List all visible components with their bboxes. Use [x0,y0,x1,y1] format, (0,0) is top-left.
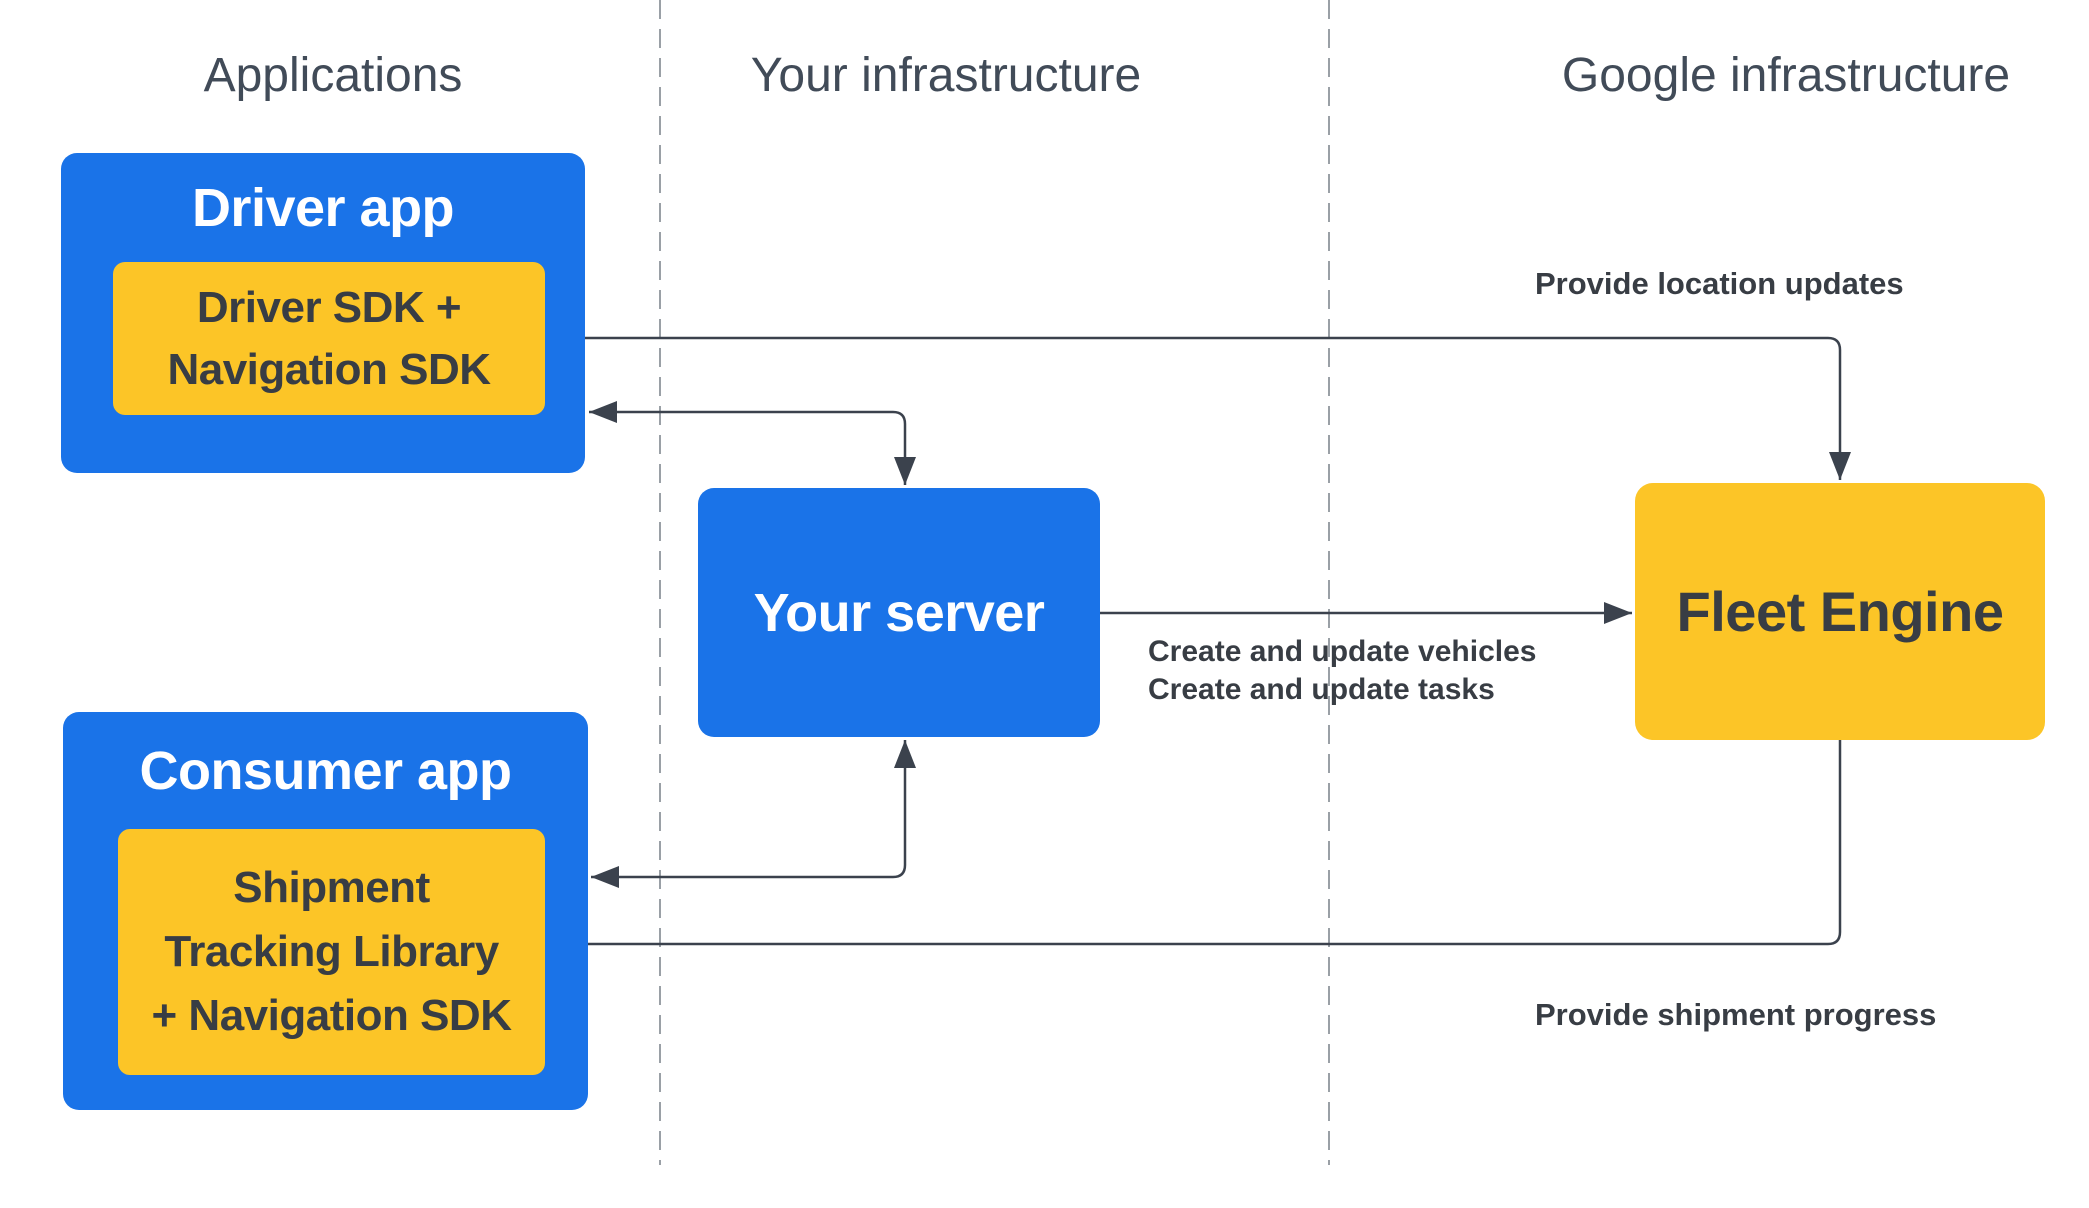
column-header-applications: Applications [203,49,463,102]
shipment-library-line1: Shipment [233,863,430,912]
fleet-engine-title: Fleet Engine [1676,580,2004,643]
shipment-library-line2: Tracking Library [164,927,499,976]
node-fleet-engine: Fleet Engine [1635,483,2045,740]
node-driver-sdk: Driver SDK + Navigation SDK [113,262,545,415]
arrow-fleet-engine-shipment-library [548,740,1842,955]
driver-sdk-line2: Navigation SDK [167,344,491,394]
node-driver-app: Driver app Driver SDK + Navigation SDK [61,153,585,473]
column-header-google-infrastructure: Google infrastructure [1561,49,2011,102]
node-shipment-tracking-library: Shipment Tracking Library + Navigation S… [118,829,545,1075]
node-consumer-app: Consumer app Shipment Tracking Library +… [63,712,588,1110]
your-server-title: Your server [753,582,1045,643]
driver-sdk-line1: Driver SDK + [196,282,462,332]
edge-label-provide-location-updates: Provide location updates [1535,266,1904,301]
edge-label-create-and-update: Create and update vehicles Create and up… [1148,633,1536,709]
driver-app-title: Driver app [191,177,455,238]
edge-label-create-vehicles: Create and update vehicles [1148,635,1537,668]
arrow-your-server-consumer-app [591,740,916,888]
edge-label-create-tasks: Create and update tasks [1148,673,1495,706]
arrow-driver-app-your-server [589,401,916,485]
edge-label-provide-shipment-progress: Provide shipment progress [1535,997,1937,1032]
consumer-app-title: Consumer app [139,740,512,801]
column-header-your-infrastructure: Your infrastructure [750,49,1142,102]
shipment-library-line3: + Navigation SDK [151,991,512,1040]
node-your-server: Your server [698,488,1100,737]
arrow-driver-sdk-fleet-engine [551,327,1851,480]
